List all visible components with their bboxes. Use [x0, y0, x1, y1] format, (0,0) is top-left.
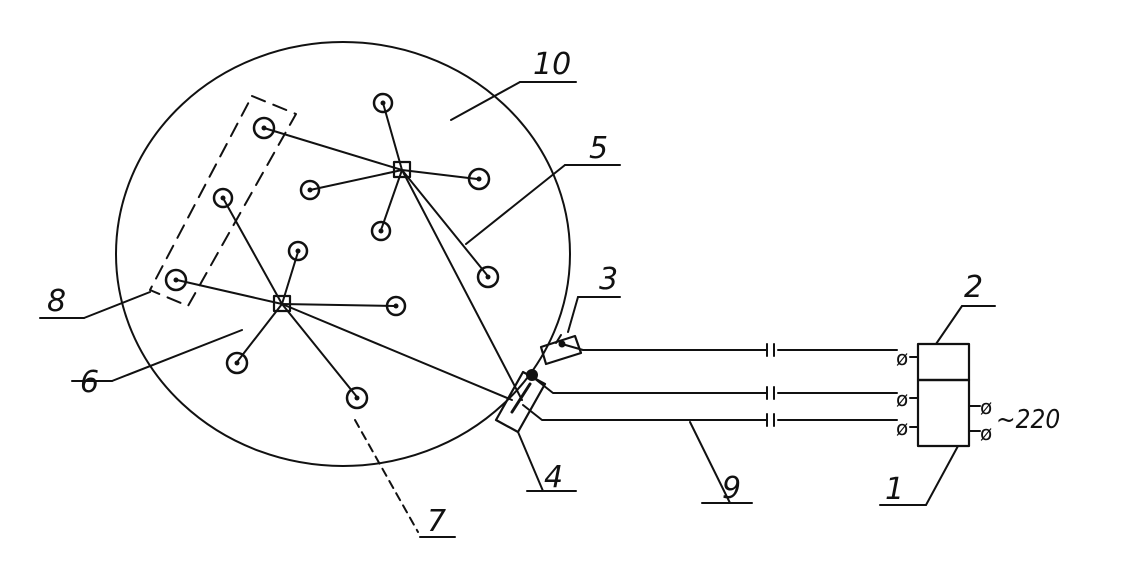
label-5: 5: [589, 131, 608, 166]
device-2: [916, 342, 971, 382]
label-6: 6: [80, 365, 99, 400]
sensor: [252, 116, 276, 140]
lower-hub-wires: [176, 197, 513, 401]
supply-terminals: ø ø ~220: [968, 395, 1060, 445]
sensor: [164, 268, 188, 292]
cables: [522, 343, 919, 428]
sensor: [370, 220, 392, 242]
label-3: 3: [599, 262, 618, 297]
sensor: [476, 265, 500, 289]
callout-labels: 10 5 3 2 8 6 4 9 1 7: [47, 47, 983, 539]
terminal-symbol: ø: [896, 346, 908, 370]
sensor: [212, 187, 234, 209]
sensor: [372, 92, 394, 114]
sensor: [299, 179, 321, 201]
supply-voltage-label: ~220: [996, 405, 1060, 435]
terminal-symbol: ø: [896, 416, 908, 440]
label-4: 4: [544, 460, 563, 495]
label-7: 7: [427, 504, 446, 539]
label-8: 8: [47, 284, 66, 319]
sensor: [467, 167, 491, 191]
circular-area: [115, 41, 571, 467]
label-10: 10: [533, 47, 571, 82]
junction-box-upper: [392, 160, 412, 179]
leader-lines: [39, 81, 996, 538]
sensor: [287, 240, 309, 262]
label-1: 1: [885, 472, 904, 507]
sensors: [164, 92, 500, 410]
label-2: 2: [964, 270, 983, 305]
sensor: [345, 386, 369, 410]
junction-box-lower: [272, 294, 292, 313]
terminal-symbol: ø: [896, 387, 908, 411]
connector-upper: [539, 334, 583, 366]
terminal-symbol: ø: [980, 395, 992, 419]
label-9: 9: [722, 471, 741, 506]
terminals-left: ø ø ø: [896, 346, 908, 440]
connector-lower: [494, 369, 547, 434]
dashed-frame: [149, 95, 297, 307]
upper-hub-wires: [263, 102, 523, 401]
sensor: [385, 295, 407, 317]
sensor: [225, 351, 249, 375]
device-1: [916, 378, 971, 448]
terminal-symbol: ø: [980, 421, 992, 445]
